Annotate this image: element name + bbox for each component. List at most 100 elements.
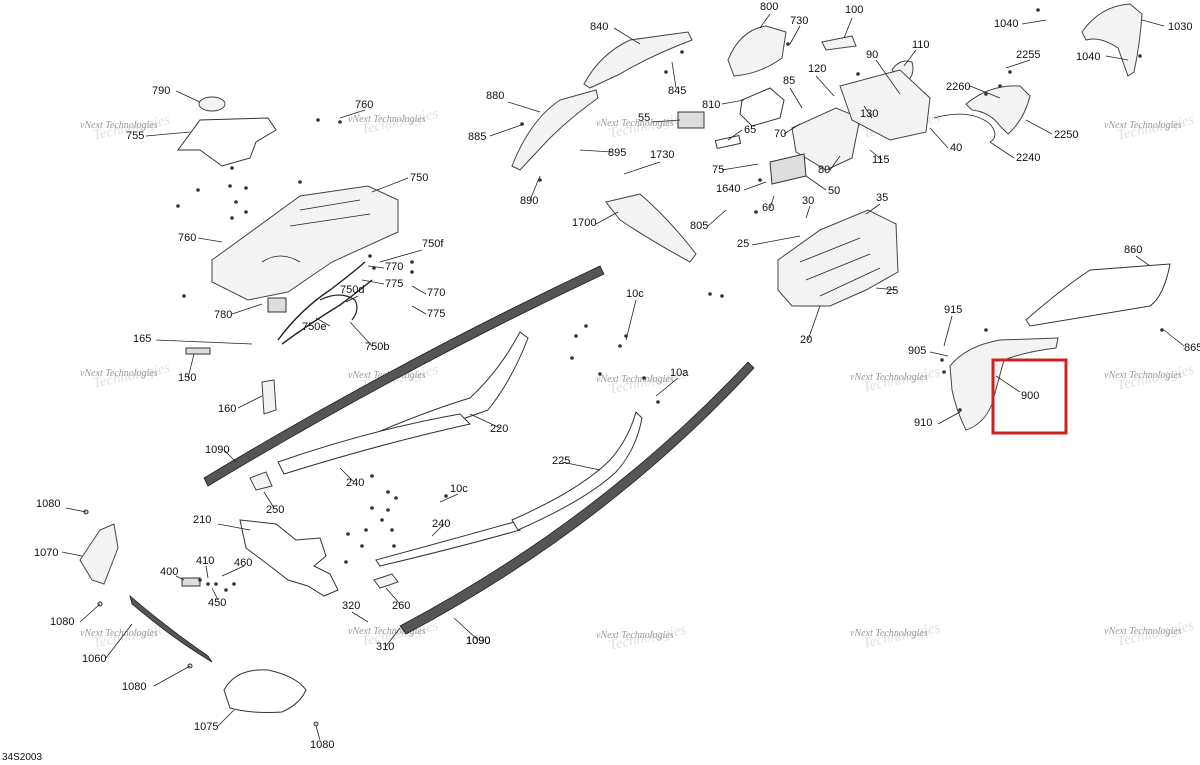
callout-775[interactable]: 775 (385, 278, 403, 290)
callout-865[interactable]: 865 (1184, 342, 1200, 354)
callout-895[interactable]: 895 (608, 147, 626, 159)
callout-25[interactable]: 25 (886, 285, 898, 297)
part-210-plate (239, 519, 339, 597)
callout-20[interactable]: 20 (800, 334, 812, 346)
callout-225[interactable]: 225 (552, 455, 570, 467)
callout-1640[interactable]: 1640 (716, 183, 740, 195)
callout-750e[interactable]: 750e (302, 321, 326, 333)
callout-1070[interactable]: 1070 (34, 547, 58, 559)
callout-85[interactable]: 85 (783, 75, 795, 87)
callout-75[interactable]: 75 (712, 164, 724, 176)
callout-750d[interactable]: 750d (340, 284, 364, 296)
callout-250[interactable]: 250 (266, 504, 284, 516)
callout-1040[interactable]: 1040 (994, 18, 1018, 30)
callout-750[interactable]: 750 (410, 172, 428, 184)
callout-80[interactable]: 80 (818, 164, 830, 176)
callout-25[interactable]: 25 (737, 238, 749, 250)
callout-210[interactable]: 210 (193, 514, 211, 526)
part-750-detail (261, 199, 371, 263)
callout-220[interactable]: 220 (490, 423, 508, 435)
callout-160[interactable]: 160 (218, 403, 236, 415)
callout-165[interactable]: 165 (133, 333, 151, 345)
callout-1080[interactable]: 1080 (36, 498, 60, 510)
callout-35[interactable]: 35 (876, 192, 888, 204)
callout-100[interactable]: 100 (845, 4, 863, 16)
callout-1090[interactable]: 1090 (466, 635, 490, 647)
callout-770[interactable]: 770 (385, 261, 403, 273)
callout-120[interactable]: 120 (808, 63, 826, 75)
callout-1075[interactable]: 1075 (194, 721, 218, 733)
callout-790[interactable]: 790 (152, 85, 170, 97)
leader-line (789, 25, 801, 45)
callout-780[interactable]: 780 (214, 309, 232, 321)
callout-760[interactable]: 760 (178, 232, 196, 244)
callout-1080[interactable]: 1080 (50, 616, 74, 628)
callout-1700[interactable]: 1700 (572, 217, 596, 229)
callout-1080[interactable]: 1080 (122, 681, 146, 693)
callout-115[interactable]: 115 (872, 154, 890, 166)
parts-layer (79, 3, 1171, 727)
callout-860[interactable]: 860 (1124, 244, 1142, 256)
callout-1080[interactable]: 1080 (310, 739, 334, 751)
callout-900[interactable]: 900 (1021, 390, 1039, 402)
callout-2250[interactable]: 2250 (1054, 129, 1078, 141)
callout-10c[interactable]: 10c (450, 483, 468, 495)
callout-320[interactable]: 320 (342, 600, 360, 612)
callout-260[interactable]: 260 (392, 600, 410, 612)
callout-775[interactable]: 775 (427, 308, 445, 320)
callout-2255[interactable]: 2255 (1016, 49, 1040, 61)
callout-55[interactable]: 55 (638, 112, 650, 124)
fastener-dot (230, 166, 234, 170)
callout-70[interactable]: 70 (774, 128, 786, 140)
fastener-dot (570, 356, 574, 360)
callout-845[interactable]: 845 (668, 85, 686, 97)
callout-60[interactable]: 60 (762, 202, 774, 214)
callout-805[interactable]: 805 (690, 220, 708, 232)
callout-1030[interactable]: 1030 (1168, 21, 1192, 33)
callout-1090[interactable]: 1090 (466, 635, 490, 647)
callout-30[interactable]: 30 (802, 195, 814, 207)
callout-755[interactable]: 755 (126, 130, 144, 142)
callout-915[interactable]: 915 (944, 304, 962, 316)
callout-240[interactable]: 240 (346, 477, 364, 489)
callout-1090[interactable]: 1090 (205, 444, 229, 456)
part-880-panel (511, 89, 599, 171)
callout-400[interactable]: 400 (160, 566, 178, 578)
callout-750f[interactable]: 750f (422, 238, 444, 250)
callout-40[interactable]: 40 (950, 142, 962, 154)
callout-890[interactable]: 890 (520, 195, 538, 207)
callout-110[interactable]: 110 (912, 39, 930, 51)
callout-730[interactable]: 730 (790, 15, 808, 27)
callout-2260[interactable]: 2260 (946, 81, 970, 93)
callout-760[interactable]: 760 (355, 99, 373, 111)
callout-310[interactable]: 310 (376, 641, 394, 653)
callout-810[interactable]: 810 (702, 99, 720, 111)
callout-2240[interactable]: 2240 (1016, 152, 1040, 164)
callout-410[interactable]: 410 (196, 555, 214, 567)
callout-800[interactable]: 800 (760, 1, 778, 13)
callout-880[interactable]: 880 (486, 90, 504, 102)
callout-910[interactable]: 910 (914, 417, 932, 429)
callout-1730[interactable]: 1730 (650, 149, 674, 161)
callout-10c[interactable]: 10c (626, 288, 644, 300)
watermark-text: vNext Technologies (80, 120, 158, 131)
callout-150[interactable]: 150 (178, 372, 196, 384)
callout-90[interactable]: 90 (866, 49, 878, 61)
callout-1060[interactable]: 1060 (82, 653, 106, 665)
leader-line (1141, 19, 1165, 27)
callout-65[interactable]: 65 (744, 124, 756, 136)
callout-840[interactable]: 840 (590, 21, 608, 33)
callout-770[interactable]: 770 (427, 287, 445, 299)
callout-130[interactable]: 130 (860, 108, 878, 120)
callout-50[interactable]: 50 (828, 185, 840, 197)
callout-10a[interactable]: 10a (670, 367, 689, 379)
callout-1040[interactable]: 1040 (1076, 51, 1100, 63)
callout-885[interactable]: 885 (468, 131, 486, 143)
callout-450[interactable]: 450 (208, 597, 226, 609)
callout-460[interactable]: 460 (234, 557, 252, 569)
callout-240[interactable]: 240 (432, 518, 450, 530)
callout-905[interactable]: 905 (908, 345, 926, 357)
fastener-dot (642, 376, 646, 380)
callout-750b[interactable]: 750b (365, 341, 389, 353)
fastener-dot (940, 358, 944, 362)
